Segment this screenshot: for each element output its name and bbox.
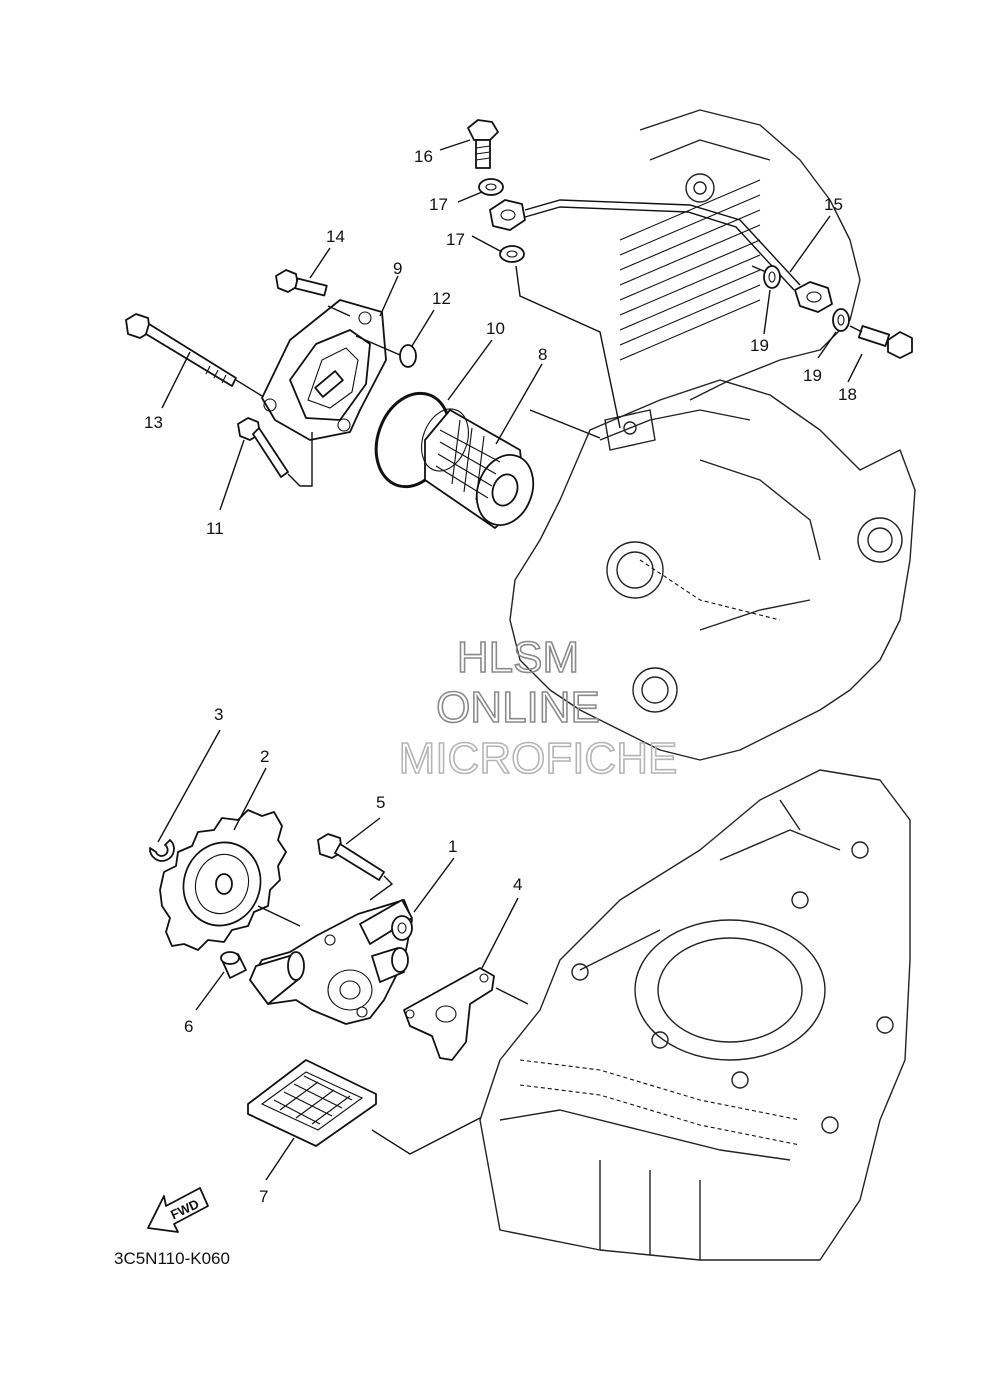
bolt-5: [317, 833, 385, 881]
watermark-line-2: ONLINE: [436, 683, 600, 732]
callout-8: 8: [538, 345, 547, 364]
bolt-11: [237, 417, 289, 478]
callout-5: 5: [376, 793, 385, 812]
callout-19-left: 19: [750, 336, 769, 355]
callout-11: 11: [206, 519, 224, 538]
callout-13: 13: [144, 413, 163, 432]
union-bolt-16: [467, 119, 499, 169]
dowel-pin-6: [220, 951, 247, 979]
crankcase-right-outline: [509, 379, 916, 761]
callout-19-right: 19: [803, 366, 822, 385]
callout-1: 1: [448, 837, 457, 856]
callout-3: 3: [214, 705, 223, 724]
bolt-13: [125, 313, 237, 387]
leader-lines: [157, 139, 863, 1181]
oil-strainer-7: [247, 1059, 377, 1147]
washer-19-left: [763, 265, 781, 289]
assembly-lines-upper: [235, 265, 863, 487]
oil-pump-gear-2: [159, 809, 287, 951]
o-ring-12: [399, 344, 417, 368]
callout-17-upper: 17: [429, 195, 448, 214]
callout-14: 14: [326, 227, 345, 246]
callout-10: 10: [486, 319, 505, 338]
crankcase-left-outline: [479, 769, 911, 1261]
circlip-3: [149, 839, 175, 862]
washer-19-right: [832, 308, 850, 332]
union-bolt-18: [857, 325, 913, 359]
cylinder-head-outline: [619, 109, 861, 401]
gasket-4: [403, 967, 495, 1061]
callout-2: 2: [260, 747, 269, 766]
callout-18: 18: [838, 385, 857, 404]
callout-17-lower: 17: [446, 230, 465, 249]
callout-6: 6: [184, 1017, 193, 1036]
watermark: HLSM ONLINE MICROFICHE: [398, 632, 678, 784]
callout-15: 15: [824, 195, 843, 214]
callout-4: 4: [513, 875, 522, 894]
oil-delivery-pipe-15: [489, 199, 833, 313]
washer-17-upper: [478, 178, 504, 196]
washer-17-lower: [499, 245, 525, 263]
oil-pump-assembly-1: [249, 899, 413, 1025]
oil-filter-element-8: [421, 408, 535, 529]
callout-labels: 16 17 17 14 9 12 10 8 13 11 15 19 19 18 …: [144, 147, 857, 1206]
fwd-arrow: FWD: [147, 1187, 209, 1233]
bolt-14: [275, 269, 328, 297]
callout-12: 12: [432, 289, 451, 308]
oil-filter-cover-9: [261, 299, 387, 441]
callout-7: 7: [259, 1187, 268, 1206]
watermark-line-1: HLSM: [457, 633, 579, 682]
watermark-line-3: MICROFICHE: [399, 734, 678, 783]
callout-16: 16: [414, 147, 433, 166]
assembly-lines-lower: [257, 875, 529, 1155]
drawing-code: 3C5N110-K060: [114, 1249, 230, 1268]
callout-9: 9: [393, 259, 402, 278]
